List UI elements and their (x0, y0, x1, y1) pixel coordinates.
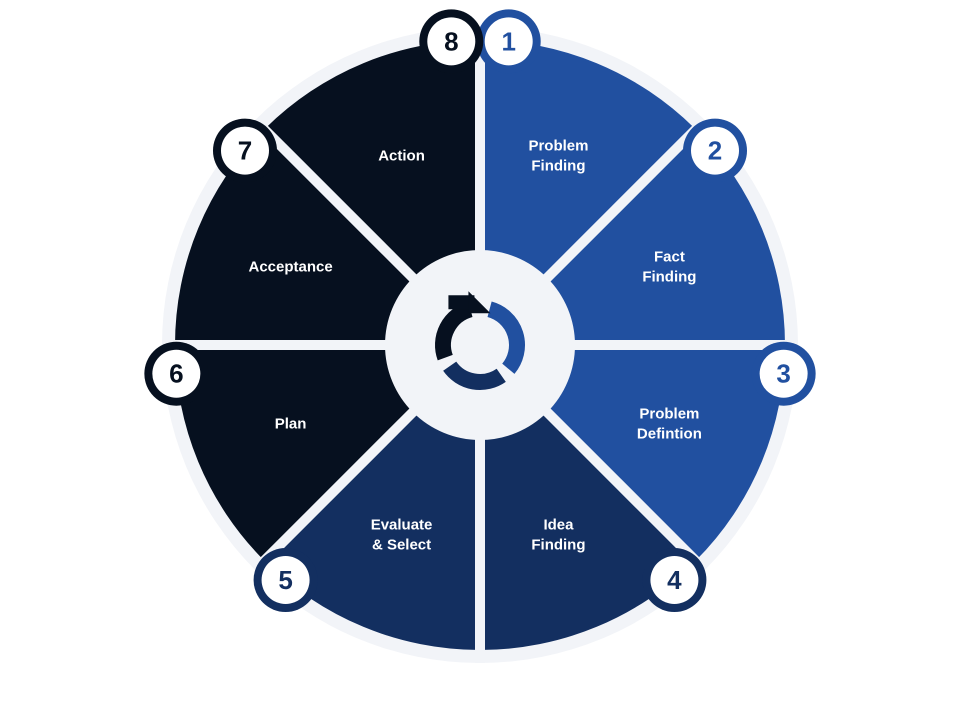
step-badge-6: 6 (144, 341, 209, 406)
segment-label-step-5: Evaluate & Select (371, 516, 433, 553)
segment-label-step-6: Plan (275, 415, 307, 432)
segment-label-line: Plan (275, 415, 307, 432)
segment-label-line: Problem (528, 138, 588, 155)
step-badge-face (650, 556, 699, 605)
step-badge-face (691, 126, 740, 175)
segment-label-step-7: Acceptance (248, 259, 332, 276)
segment-label-line: Defintion (637, 425, 702, 442)
step-badge-2: 2 (683, 118, 748, 183)
segment-step-2 (547, 129, 785, 345)
step-badge-face (152, 349, 201, 398)
step-badge-number: 4 (667, 565, 682, 595)
segment-label-line: Finding (531, 158, 585, 175)
step-badge-number: 2 (708, 136, 722, 166)
step-badge-number: 1 (501, 26, 515, 56)
segment-divider (542, 116, 709, 283)
segment-step-3 (547, 345, 785, 561)
segment-step-7 (175, 129, 413, 345)
step-badge-3: 3 (751, 341, 816, 406)
icon-arrow-bar (448, 295, 475, 310)
step-badge-number: 6 (169, 359, 183, 389)
center-hub (390, 255, 570, 435)
step-badge-face (261, 556, 310, 605)
segment-step-5 (264, 412, 480, 650)
icon-arc-dark (435, 301, 473, 361)
icon-arrow-head (468, 291, 491, 314)
step-badge-8: 8 (419, 9, 484, 74)
segment-label-line: Finding (642, 269, 696, 286)
icon-arc-light (487, 301, 525, 374)
step-badge-7: 7 (212, 118, 277, 183)
step-badge-1: 1 (476, 9, 541, 74)
badges-layer: 1 2 3 4 5 6 7 8 (144, 9, 816, 613)
center-hub-layer (390, 255, 570, 435)
segment-label-line: Fact (654, 249, 685, 266)
step-badge-number: 8 (444, 26, 458, 56)
step-badge-number: 3 (776, 359, 790, 389)
segment-step-1 (480, 40, 696, 278)
dividers-layer (162, 27, 798, 663)
segment-divider (251, 116, 418, 283)
segment-step-6 (175, 345, 413, 561)
step-badge-number: 7 (238, 136, 252, 166)
segment-step-8 (264, 40, 480, 278)
step-badge-face (220, 126, 269, 175)
segment-label-line: Acceptance (248, 259, 332, 276)
segment-label-line: Finding (531, 536, 585, 553)
segment-label-line: Action (378, 148, 425, 165)
step-badge-face (484, 17, 533, 66)
segment-label-line: Idea (543, 516, 574, 533)
cycle-arrow-icon (435, 291, 525, 390)
segment-label-step-8: Action (378, 148, 425, 165)
segment-divider (542, 407, 709, 574)
segment-label-line: Problem (639, 405, 699, 422)
segments-layer (175, 40, 785, 650)
icon-arc-mid (443, 361, 506, 390)
step-badge-face (427, 17, 476, 66)
segment-step-4 (480, 412, 696, 650)
segment-label-line: & Select (372, 536, 431, 553)
segment-divider (251, 407, 418, 574)
step-badge-5: 5 (253, 548, 318, 613)
step-badge-number: 5 (278, 565, 292, 595)
step-badge-face (759, 349, 808, 398)
step-badge-4: 4 (642, 548, 707, 613)
segment-label-line: Evaluate (371, 516, 433, 533)
